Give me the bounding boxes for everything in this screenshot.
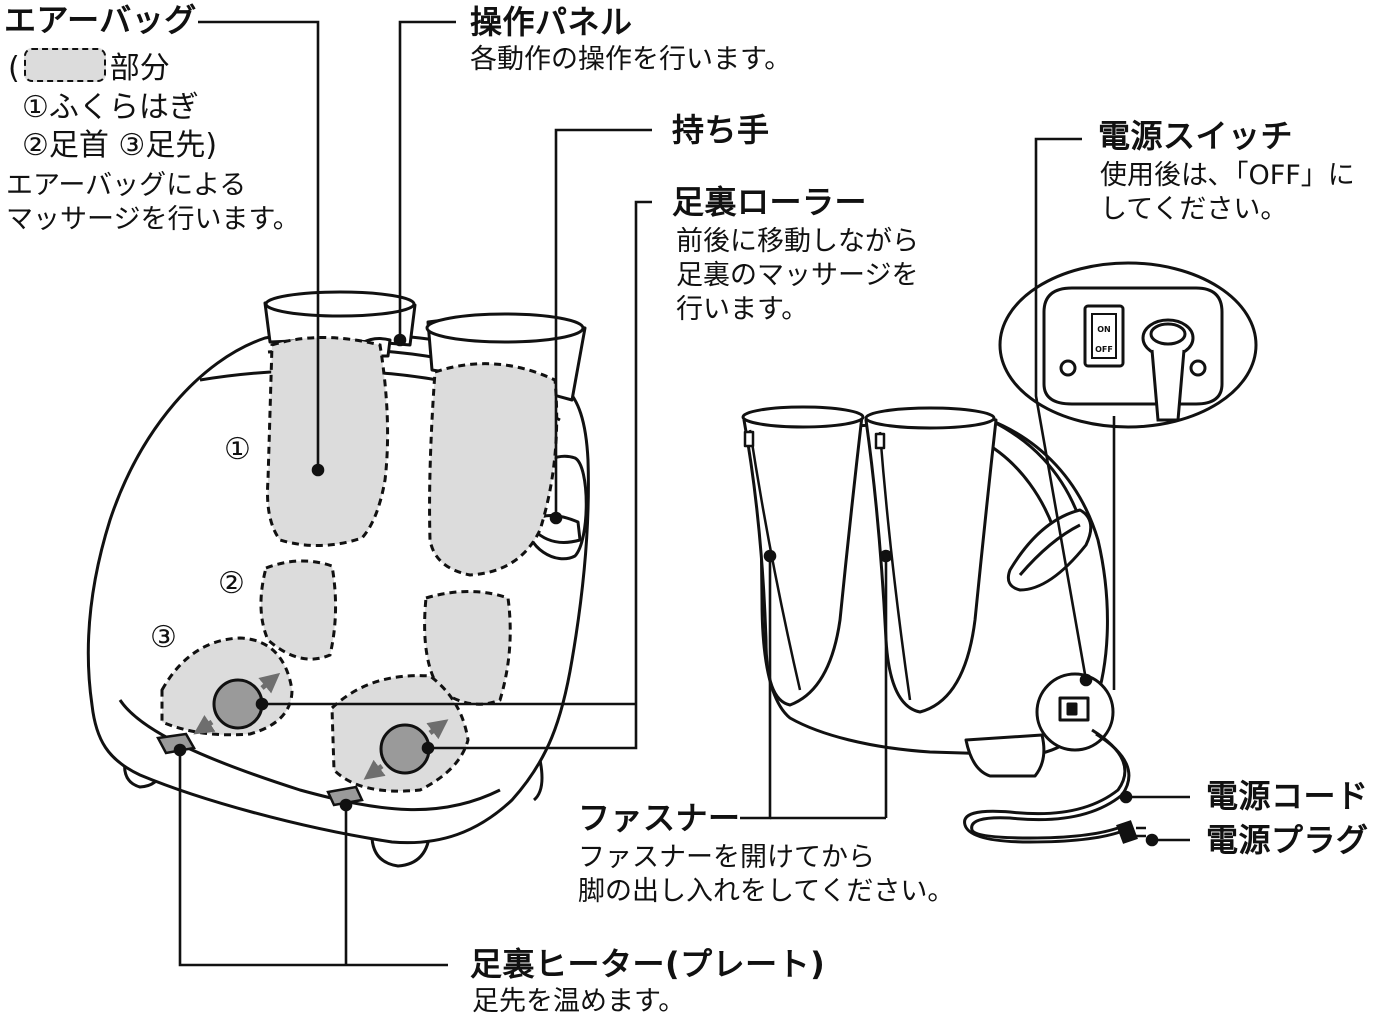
panel-label-desc: 各動作の操作を行います。 [470,44,792,75]
foot-roller-left [212,678,264,730]
leader-switch [1034,137,1088,681]
leader-airbag [198,20,320,470]
airbag-legend-paren: ( [8,51,20,86]
power-plug [1116,820,1138,844]
power-cord-assembly [963,728,1146,844]
zipper-label-desc2: 脚の出し入れをしてください。 [578,876,955,907]
switch-label-title: 電源スイッチ [1098,117,1294,155]
airbag-label-desc1: エアーバッグによる [6,170,247,201]
plug-label: 電源プラグ [1206,821,1369,859]
leader-handle [554,128,652,518]
leader-roller [428,200,652,750]
cord-label: 電源コード [1206,777,1369,815]
leader-lines [173,20,1190,967]
zipper-label-title: ファスナー [578,799,741,837]
switch-panel [1042,286,1224,406]
leader-heater [178,750,448,967]
switch-magnified-view: ON OFF [998,261,1258,429]
airbag-ankle-right [423,590,512,706]
roller-label-desc2: 足裏のマッサージを [676,260,919,291]
power-cord [963,728,1127,844]
airbag-ankle-left [259,559,338,661]
rear-view-massager [741,405,1115,778]
roller-label-desc3: 行います。 [676,294,809,325]
heater-label-desc: 足先を温めます。 [472,986,686,1017]
panel-label-title: 操作パネル [470,3,633,41]
switch-off-text: OFF [1095,345,1113,354]
airbag-legend-suffix: 部分 [109,51,170,86]
airbag-marker-2: ② [218,566,245,601]
cord-entry [1150,349,1186,422]
switch-label-desc2: してください。 [1100,194,1288,225]
airbag-label-item1: ①ふくらはぎ [22,90,199,125]
airbag-label-desc2: マッサージを行います。 [6,204,300,235]
handle-label-title: 持ち手 [672,111,770,149]
airbag-marker-3: ③ [150,620,177,655]
airbag-marker-1: ① [224,432,251,467]
front-body-shell-inner-rim [118,699,501,812]
leader-panel [398,20,456,340]
foot-rollers [212,678,431,775]
airbag-calf-right [428,362,559,577]
airbag-calf-left [266,336,390,547]
airbag-legend-swatch [23,48,106,82]
zipper-label-desc1: ファスナーを開けてから [578,842,875,873]
roller-label-title: 足裏ローラー [672,183,868,221]
heater-label-title: 足裏ヒーター(プレート) [470,945,826,983]
switch-on-text: ON [1097,325,1111,334]
airbag-label-title: エアーバッグ [4,1,197,39]
switch-label-desc1: 使用後は､「OFF」に [1100,160,1355,191]
airbag-label-legend: ( 部分 [8,48,170,86]
zipper-right [878,431,912,701]
airbag-label-item2: ②足首 ③足先) [22,128,218,163]
roller-label-desc1: 前後に移動しながら [676,226,919,257]
roller-motion-arrows [193,672,449,780]
rear-foot [964,733,1046,778]
heater-plate-right [326,785,364,807]
